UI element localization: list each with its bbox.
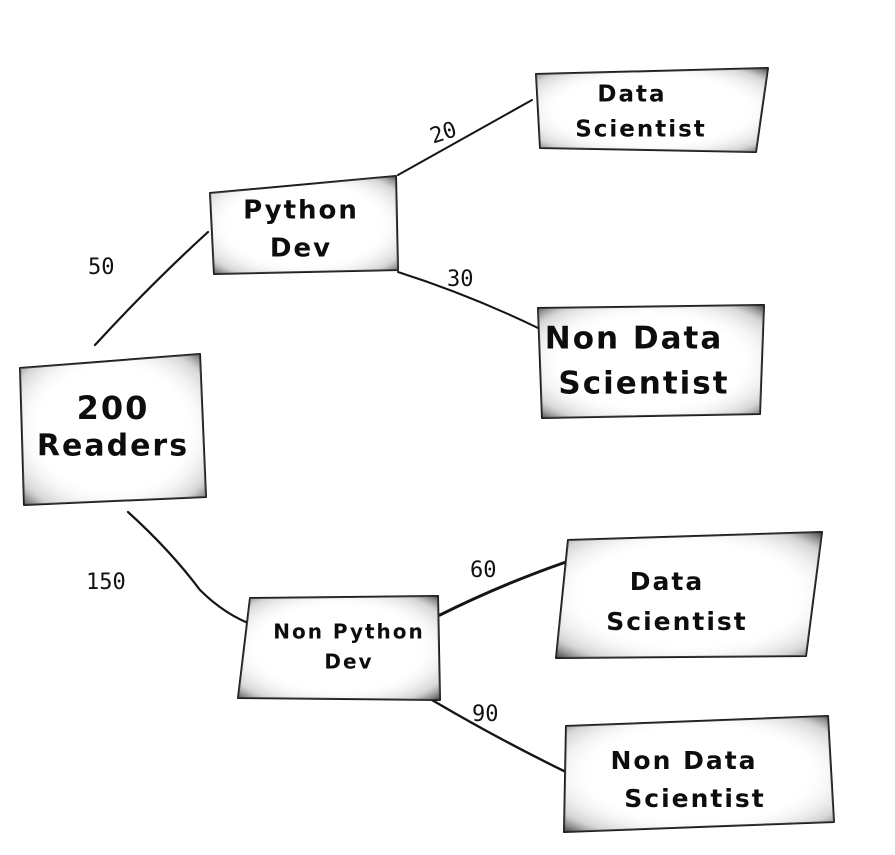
node-ds2-line1: Data <box>630 567 704 596</box>
node-root-line2: Readers <box>37 429 189 464</box>
edge-non-python-dev-non-data-scientist <box>430 698 568 774</box>
node-nds1-line1: Non Data <box>545 321 724 357</box>
node-npd-line1: Non Python <box>273 620 425 644</box>
edge-label-50: 50 <box>88 255 115 280</box>
edge-label-20: 20 <box>427 117 460 149</box>
node-nds2-line1: Non Data <box>610 746 757 775</box>
node-nds1-line2: Scientist <box>558 366 729 402</box>
edge-python-dev-non-data-scientist <box>397 271 539 329</box>
edge-non-python-dev-data-scientist <box>438 560 568 617</box>
node-non-python-dev-non-data-scientist: Non Data Scientist <box>563 715 835 833</box>
node-npd-line2: Dev <box>324 650 373 674</box>
node-python-dev-line2: Dev <box>270 234 332 264</box>
edge-label-30: 30 <box>447 267 474 292</box>
node-python-dev-data-scientist: Data Scientist <box>535 67 769 153</box>
node-python-dev: Python Dev <box>209 175 399 275</box>
edge-label-150: 150 <box>86 570 126 595</box>
node-nds2-line2: Scientist <box>624 784 766 813</box>
node-python-dev-non-data-scientist: Non Data Scientist <box>537 304 765 419</box>
edges <box>93 99 568 774</box>
edge-python-dev-data-scientist <box>397 99 533 176</box>
node-root-line1: 200 <box>77 389 150 427</box>
node-ds1-line1: Data <box>597 82 666 108</box>
node-ds2-line2: Scientist <box>606 607 748 636</box>
edge-label-90: 90 <box>472 702 499 727</box>
node-non-python-dev: Non Python Dev <box>237 595 441 701</box>
node-root-readers: 200 Readers <box>19 353 207 506</box>
edge-label-60: 60 <box>470 558 497 583</box>
edge-root-non-python-dev <box>126 510 264 630</box>
edge-root-python-dev <box>93 230 210 347</box>
node-non-python-dev-data-scientist: Data Scientist <box>555 531 823 659</box>
node-ds1-line2: Scientist <box>575 117 707 143</box>
node-python-dev-line1: Python <box>243 196 359 226</box>
